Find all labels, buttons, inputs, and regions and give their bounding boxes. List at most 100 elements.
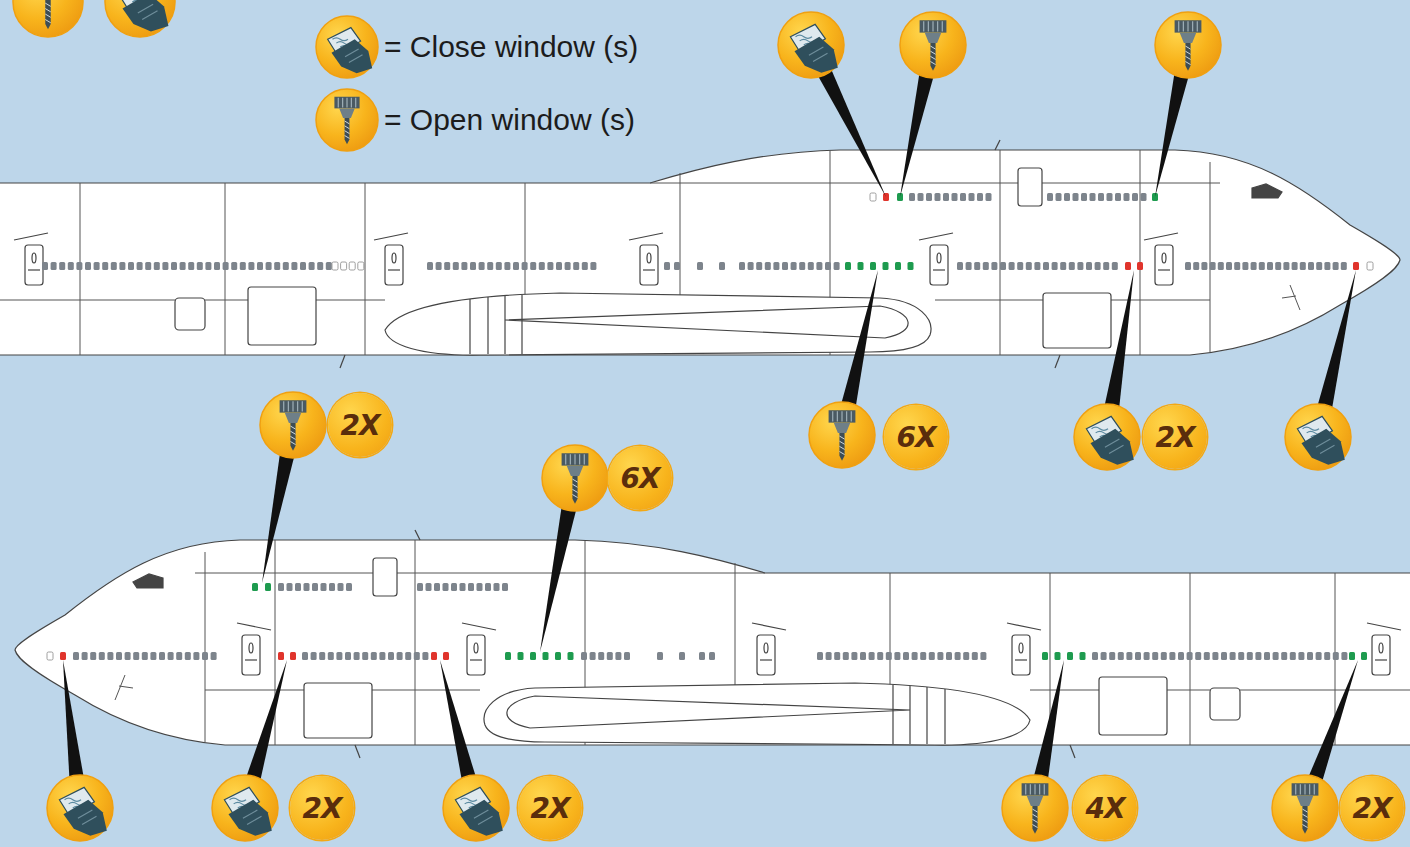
window — [530, 652, 536, 660]
window — [1324, 262, 1330, 270]
cleaning-icon — [105, 0, 175, 37]
window — [443, 652, 449, 660]
window — [291, 262, 297, 270]
window — [388, 652, 394, 660]
window — [1324, 652, 1330, 660]
window — [1353, 262, 1359, 270]
multiplier-text: 6X — [620, 462, 659, 495]
window — [150, 652, 156, 660]
window — [937, 652, 943, 660]
multiplier-text: 6X — [896, 421, 935, 454]
window — [679, 652, 685, 660]
drill-icon — [900, 12, 966, 78]
window — [1185, 262, 1191, 270]
window — [624, 652, 630, 660]
multiplier-text: 2X — [302, 792, 341, 825]
window — [1264, 652, 1270, 660]
window — [1000, 262, 1006, 270]
window — [362, 652, 368, 660]
window — [346, 583, 352, 591]
window — [321, 583, 327, 591]
window — [427, 262, 433, 270]
window — [991, 262, 997, 270]
window — [1300, 262, 1306, 270]
window — [709, 652, 715, 660]
cleaning-icon — [1285, 404, 1351, 470]
window — [943, 193, 949, 201]
window — [883, 262, 889, 270]
window — [870, 262, 876, 270]
window — [197, 262, 203, 270]
drill-icon — [1272, 775, 1338, 841]
window — [405, 652, 411, 660]
window — [935, 193, 941, 201]
window — [283, 262, 289, 270]
window — [1230, 652, 1236, 660]
window — [453, 262, 459, 270]
window — [895, 262, 901, 270]
window — [522, 262, 528, 270]
window — [477, 583, 483, 591]
window — [1333, 652, 1339, 660]
window — [119, 262, 125, 270]
window — [1056, 193, 1062, 201]
window — [145, 262, 151, 270]
window — [487, 262, 493, 270]
window — [470, 262, 476, 270]
window — [94, 262, 100, 270]
window — [133, 652, 139, 660]
window — [142, 652, 148, 660]
window — [319, 652, 325, 660]
window — [834, 262, 840, 270]
window — [1210, 262, 1216, 270]
window — [1042, 652, 1048, 660]
window — [1103, 262, 1109, 270]
window — [1137, 262, 1143, 270]
window — [496, 262, 502, 270]
window — [615, 652, 621, 660]
window — [966, 262, 972, 270]
window — [1043, 262, 1049, 270]
window — [860, 652, 866, 660]
window — [265, 583, 271, 591]
window — [773, 262, 779, 270]
window — [657, 652, 663, 660]
window — [1273, 652, 1279, 660]
window — [1144, 652, 1150, 660]
window — [1349, 652, 1355, 660]
window — [719, 262, 725, 270]
window — [1009, 262, 1015, 270]
window — [739, 262, 745, 270]
window — [328, 652, 334, 660]
window — [300, 262, 306, 270]
window — [674, 262, 680, 270]
window — [894, 652, 900, 660]
window — [82, 652, 88, 660]
window — [1307, 652, 1313, 660]
window — [1178, 652, 1184, 660]
window — [543, 652, 549, 660]
window — [154, 262, 160, 270]
window — [1135, 652, 1141, 660]
window — [51, 262, 57, 270]
window — [185, 652, 191, 660]
window — [1218, 262, 1224, 270]
drawing-layer — [42, 193, 1373, 660]
window — [573, 262, 579, 270]
window — [1242, 262, 1248, 270]
window — [99, 652, 105, 660]
window — [417, 583, 423, 591]
window — [59, 262, 65, 270]
window — [908, 262, 914, 270]
cleaning-icon — [316, 16, 378, 78]
cleaning-icon — [47, 775, 113, 841]
window — [826, 652, 832, 660]
window — [1124, 193, 1130, 201]
window — [278, 652, 284, 660]
window — [909, 193, 915, 201]
window — [1017, 262, 1023, 270]
multiplier-circle: 6X — [884, 405, 948, 469]
window — [1052, 262, 1058, 270]
window — [929, 652, 935, 660]
window — [974, 262, 980, 270]
